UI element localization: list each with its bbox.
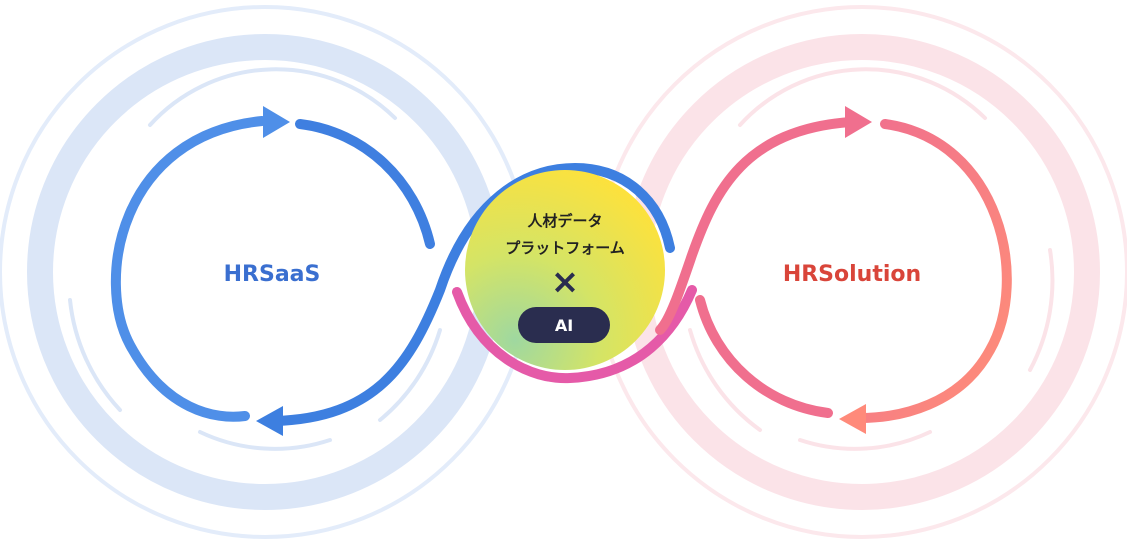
ai-badge: AI xyxy=(518,307,610,343)
center-circle xyxy=(465,170,665,370)
right-top-arrowhead-icon xyxy=(845,106,872,138)
left-loop-top-arc xyxy=(295,119,435,249)
hrsaas-label: HRSaaS xyxy=(224,262,321,287)
left-loop xyxy=(110,116,675,426)
center-line-2: プラットフォーム xyxy=(505,239,625,257)
center-line-1: 人材データ xyxy=(527,212,602,230)
right-loop-right-arc xyxy=(855,119,1012,423)
right-loop-upper-cross xyxy=(655,117,855,335)
right-loop xyxy=(655,117,1012,423)
ai-badge-label: AI xyxy=(555,316,573,335)
cross-symbol: × xyxy=(551,262,580,302)
right-loop-left-arc xyxy=(695,295,833,418)
left-top-arrowhead-icon xyxy=(263,106,290,138)
left-loop-left-arc xyxy=(110,116,267,422)
hrsolution-label: HRSolution xyxy=(783,262,921,287)
right-bottom-arrowhead-icon xyxy=(839,404,866,434)
left-bottom-arrowhead-icon xyxy=(256,406,283,436)
center-lower-arc xyxy=(452,285,697,384)
left-loop-lower-cross xyxy=(270,162,675,426)
